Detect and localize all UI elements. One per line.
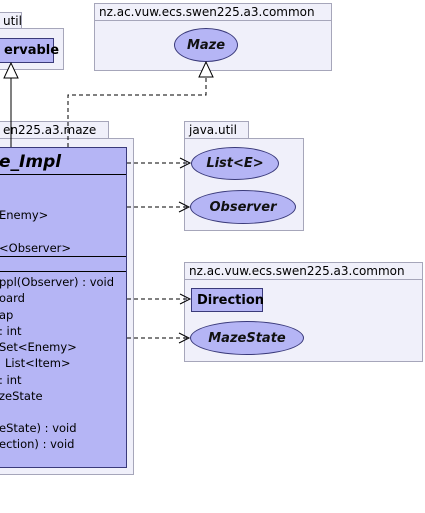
class-operation: ection) : void	[0, 437, 75, 451]
class-attribute: Enemy>	[0, 208, 49, 222]
package-tab-maze: en225.a3.maze	[0, 121, 109, 139]
maze-state-node[interactable]: MazeState	[190, 321, 304, 355]
package-tab-common-bottom: nz.ac.vuw.ecs.swen225.a3.common	[184, 262, 423, 280]
arrowhead-dependency-direction	[179, 293, 192, 305]
direction-label: Direction	[197, 292, 265, 308]
arrowhead-dependency-observer	[178, 201, 191, 213]
class-separator-2	[0, 256, 126, 257]
class-operation: List<Item>	[5, 356, 71, 370]
maze-label: Maze	[186, 37, 226, 53]
package-label-util: util	[3, 14, 22, 28]
package-label-common-top: nz.ac.vuw.ecs.swen225.a3.common	[99, 5, 315, 19]
class-attribute: <Observer>	[0, 241, 72, 255]
class-title: e_Impl	[0, 152, 62, 172]
arrowhead-dependency-maze-state	[178, 332, 191, 344]
package-tab-java-util: java.util	[184, 121, 249, 139]
arrowhead-realization-maze	[198, 60, 214, 78]
class-separator-1	[0, 174, 126, 175]
class-operation: eState) : void	[0, 421, 77, 435]
edge-realization-maze	[67, 77, 207, 147]
class-operation: : int	[0, 324, 22, 338]
package-tab-common-top: nz.ac.vuw.ecs.swen225.a3.common	[94, 3, 332, 21]
package-label-java-util: java.util	[189, 123, 237, 137]
arrowhead-generalization-observable	[3, 61, 19, 79]
list-label: List<E>	[206, 156, 264, 171]
observer-interface-node[interactable]: Observer	[190, 190, 296, 224]
arrowhead-dependency-list	[179, 157, 192, 169]
class-operation: oard	[0, 291, 25, 305]
class-separator-3	[0, 271, 126, 272]
package-label-common-bottom: nz.ac.vuw.ecs.swen225.a3.common	[189, 264, 405, 278]
maze-state-label: MazeState	[208, 330, 286, 346]
list-interface-node[interactable]: List<E>	[191, 147, 279, 180]
observer-label: Observer	[209, 199, 277, 215]
class-operation: : int	[0, 373, 22, 387]
maze-interface-node[interactable]: Maze	[174, 28, 238, 62]
maze-impl-class[interactable]: e_Impl Enemy> <Observer> ppl(Observer) :…	[0, 147, 127, 468]
class-operation: ppl(Observer) : void	[0, 275, 115, 289]
class-operation: zeState	[0, 389, 43, 403]
class-operation: ap	[0, 308, 14, 322]
observable-interface-node[interactable]: ervable	[0, 38, 59, 63]
package-label-maze: en225.a3.maze	[3, 123, 97, 137]
class-operation: Set<Enemy>	[0, 340, 77, 354]
direction-node[interactable]: Direction	[191, 288, 265, 312]
observable-label: ervable	[4, 43, 60, 58]
